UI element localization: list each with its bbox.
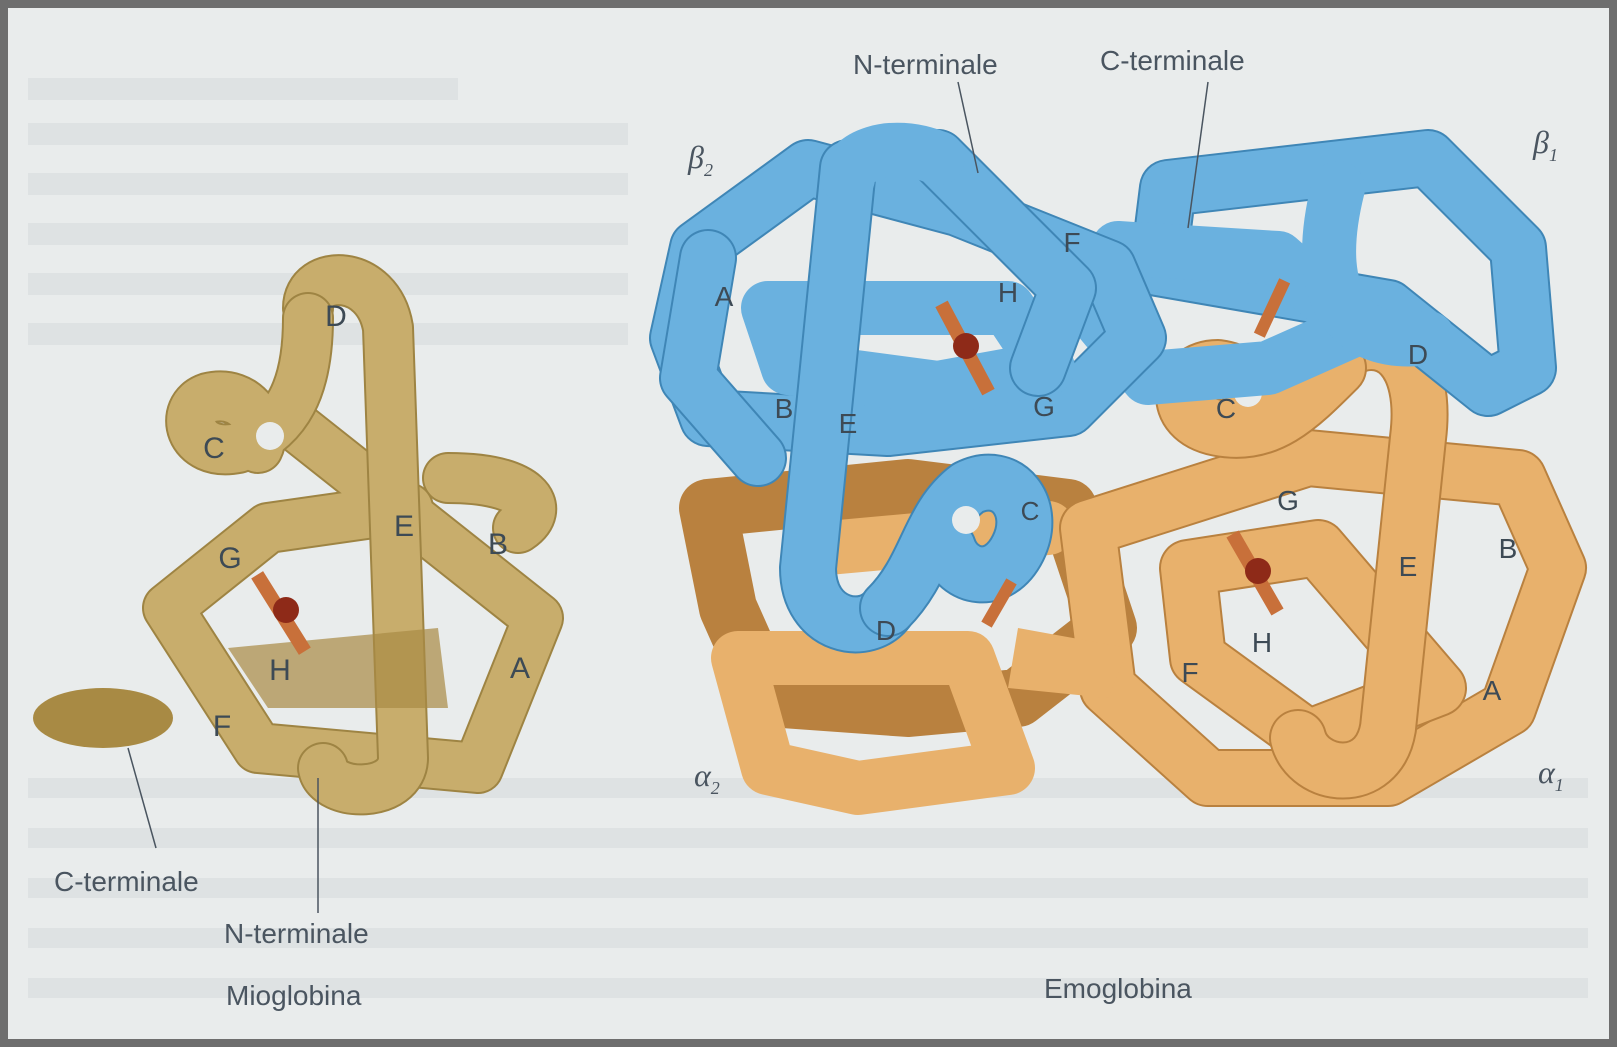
alpha1-label-d: D	[1408, 339, 1428, 370]
beta2-label-h: H	[998, 277, 1018, 308]
globin-structures-diagram: D C E B G H A F C-terminale N-terminale …	[8, 8, 1609, 1039]
myoglobin-label-d: D	[325, 300, 347, 333]
myoglobin-heme-group	[251, 571, 311, 655]
myoglobin-label-a: A	[510, 652, 530, 685]
myoglobin-label-e: E	[394, 510, 414, 543]
figure-page: D C E B G H A F C-terminale N-terminale …	[8, 8, 1609, 1039]
alpha1-label-b: B	[1499, 533, 1518, 564]
hemoglobin-n-terminal-label: N-terminale	[853, 49, 998, 80]
myoglobin-label-c: C	[203, 432, 225, 465]
myoglobin-c-terminal-tail	[33, 688, 173, 748]
beta2-label-a: A	[715, 281, 734, 312]
beta2-label-d: D	[876, 615, 896, 646]
myoglobin-label-g: G	[218, 542, 241, 575]
myoglobin-label-b: B	[488, 528, 508, 561]
hemoglobin-structure	[678, 150, 1558, 788]
myoglobin-caption: Mioglobina	[226, 980, 362, 1011]
beta2-label-g: G	[1033, 391, 1055, 422]
alpha1-label-h: H	[1252, 627, 1272, 658]
beta2-label-c: C	[1021, 496, 1040, 526]
myoglobin-inner-shade	[228, 628, 448, 708]
myoglobin-c-terminal-label: C-terminale	[54, 866, 199, 897]
myoglobin-c-loop-hole	[256, 422, 284, 450]
hemoglobin-caption: Emoglobina	[1044, 973, 1192, 1004]
myoglobin-n-terminal-label: N-terminale	[224, 918, 369, 949]
beta2-label-f: F	[1063, 227, 1080, 258]
alpha1-label-e: E	[1399, 551, 1418, 582]
alpha1-label-f: F	[1181, 657, 1198, 688]
subunit-alpha2-label: α2	[694, 757, 720, 798]
subunit-beta2-label: β2	[687, 139, 713, 180]
myoglobin-label-f: F	[213, 710, 231, 743]
subunit-beta1-label: β1	[1532, 124, 1558, 165]
alpha1-label-a: A	[1483, 675, 1502, 706]
alpha1-label-c: C	[1216, 393, 1236, 424]
alpha1-label-g: G	[1277, 485, 1299, 516]
myoglobin-structure	[33, 280, 538, 789]
myoglobin-label-h: H	[269, 654, 291, 687]
beta2-label-e: E	[839, 408, 858, 439]
beta2-label-b: B	[775, 393, 794, 424]
hemoglobin-c-terminal-label: C-terminale	[1100, 45, 1245, 76]
subunit-alpha1-label: α1	[1538, 754, 1564, 795]
